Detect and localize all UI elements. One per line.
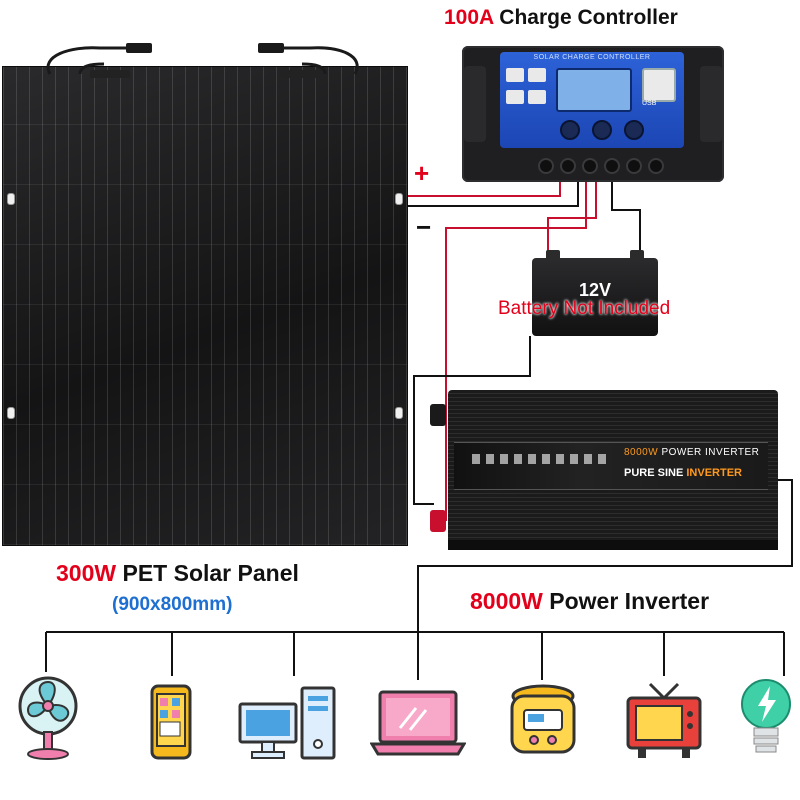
phone-icon [150,684,192,760]
inverter-negative-terminal [430,404,446,426]
controller-amp-label: 100A [444,6,494,29]
charge-controller: SOLAR CHARGE CONTROLLER USB [462,46,724,182]
television-icon [626,682,702,758]
usb-port-icon [642,68,676,102]
controller-face-title: SOLAR CHARGE CONTROLLER [533,54,651,61]
inverter-brand-line2: PURE SINE INVERTER [624,467,742,479]
panel-power-label: 300W [56,560,117,586]
inverter-subtitle: POWER INVERTER [661,447,760,458]
usb-label: USB [642,100,657,107]
battery-note-label: Battery Not Included [498,298,671,319]
plus-sign-label: + [414,158,430,188]
controller-name-label: Charge Controller [499,6,678,29]
controller-button-right [624,120,644,140]
panel-name-label: PET Solar Panel [122,560,299,586]
desktop-computer-icon [238,686,336,760]
inverter-word: INVERTER [686,467,742,479]
controller-title: 100A Charge Controller [444,6,678,30]
rice-cooker-icon [510,684,576,754]
inverter-pure-sine: PURE SINE [624,467,684,479]
inverter-power-tag: 8000W [624,447,659,458]
power-inverter: 8000W POWER INVERTER PURE SINE INVERTER [448,390,778,550]
inverter-power-label: 8000W [470,588,543,614]
minus-sign-label: − [416,212,432,242]
controller-button-middle [592,120,612,140]
battery-voltage-label: 12V [578,280,612,300]
fan-icon [18,676,78,760]
solar-panel [2,66,408,546]
panel-cables [46,43,359,78]
controller-lcd-screen [556,68,632,112]
inverter-positive-terminal [430,510,446,532]
controller-button-left [560,120,580,140]
inverter-label-strip [454,442,768,490]
light-bulb-icon [741,679,791,753]
inverter-title: 8000W Power Inverter [470,588,709,615]
panel-title: 300W PET Solar Panel [56,560,299,587]
laptop-icon [370,690,466,756]
inverter-name-label: Power Inverter [549,588,710,614]
battery: 12V [532,250,658,336]
inverter-brand-line1: 8000W POWER INVERTER [624,447,759,458]
inverter-icon-row [472,454,612,464]
panel-size-label: (900x800mm) [112,594,233,615]
